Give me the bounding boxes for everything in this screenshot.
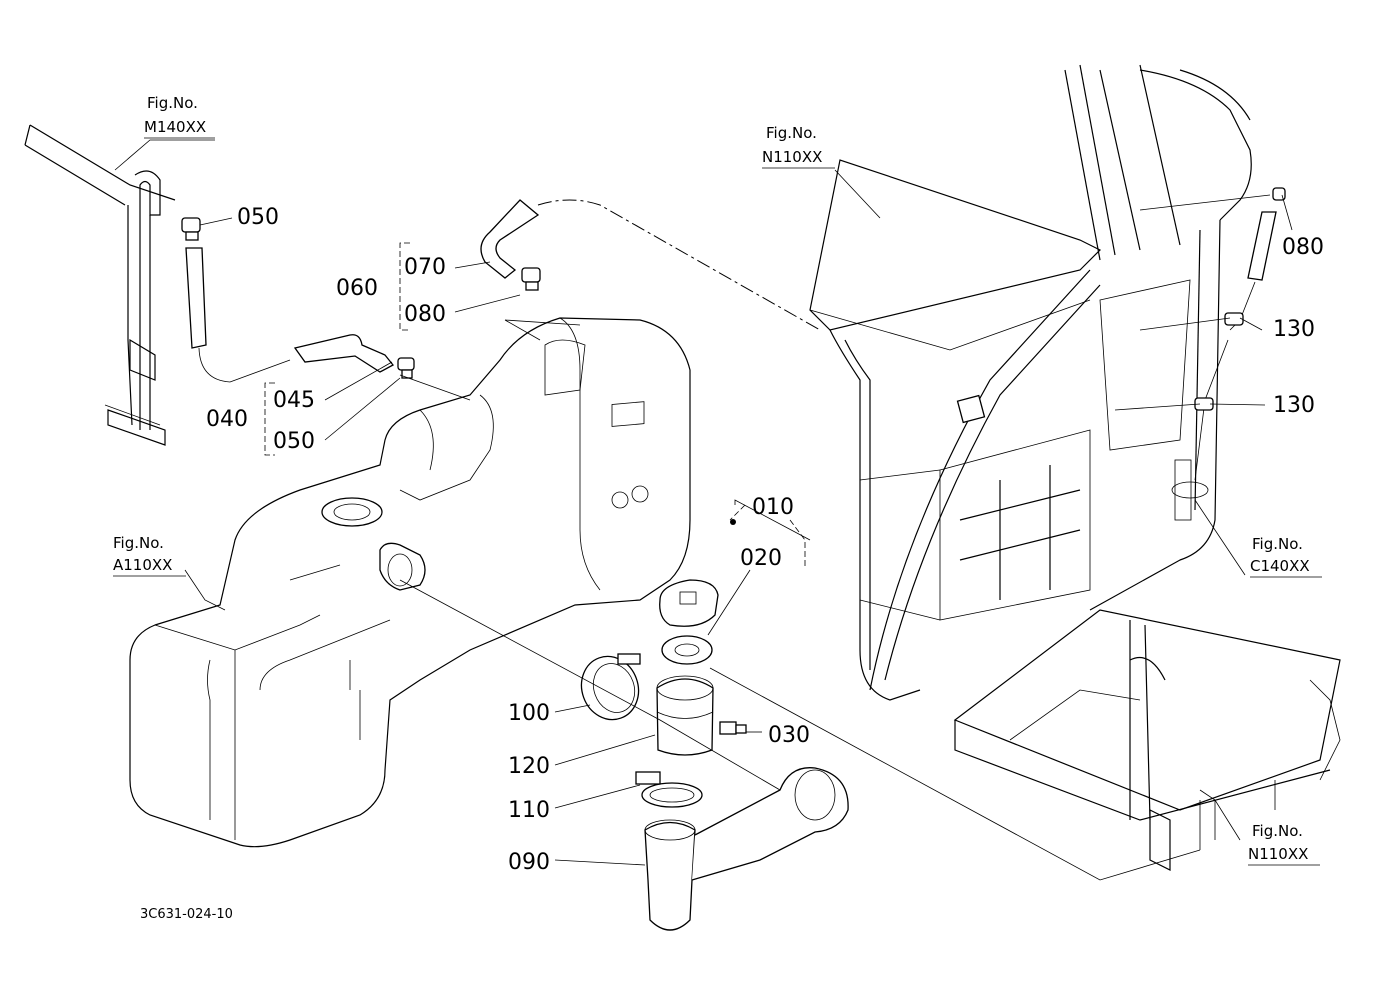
figref-m140-label: Fig.No. — [147, 94, 198, 112]
callout-040: 040 — [206, 407, 248, 432]
callout-120: 120 — [508, 754, 550, 779]
filler-hose-090 — [644, 767, 849, 931]
hose-clamp-080-right — [1272, 187, 1286, 201]
figref-a110-code: A110XX — [113, 556, 172, 574]
callout-020: 020 — [740, 546, 782, 571]
hose-clip-130-top — [1224, 312, 1244, 326]
figref-n110-top[interactable]: Fig.No. N110XX — [762, 124, 835, 169]
callout-brackets — [264, 242, 806, 568]
callout-060: 060 — [336, 276, 378, 301]
breather-hose-right — [1194, 211, 1277, 481]
hose-clamp-050-bottom — [397, 357, 415, 379]
figref-n110-bottom-code: N110XX — [1248, 845, 1308, 863]
callout-050-bottom: 050 — [273, 429, 315, 454]
fuel-tank — [129, 317, 691, 848]
callout-090: 090 — [508, 850, 550, 875]
callout-080-left: 080 — [404, 302, 446, 327]
callout-100: 100 — [508, 701, 550, 726]
floor-frame — [953, 609, 1341, 871]
callout-030: 030 — [768, 723, 810, 748]
cab-frame — [809, 64, 1252, 701]
frame-rail-left — [24, 124, 176, 446]
drawing-id: 3C631-024-10 — [140, 907, 233, 922]
callout-045: 045 — [273, 388, 315, 413]
figref-m140-code: M140XX — [144, 118, 206, 136]
callout-130-bottom: 130 — [1273, 393, 1315, 418]
figref-n110-top-code: N110XX — [762, 148, 822, 166]
leader-lines — [114, 139, 1293, 881]
filler-neck-120 — [656, 675, 714, 756]
hose-clamp-050-top — [181, 217, 201, 241]
hose-clamp-080-left — [521, 267, 541, 291]
figref-c140[interactable]: Fig.No. C140XX — [1250, 535, 1322, 578]
callout-110: 110 — [508, 798, 550, 823]
figref-m140[interactable]: Fig.No. M140XX — [144, 94, 215, 139]
figref-c140-code: C140XX — [1250, 557, 1310, 575]
callout-130-top: 130 — [1273, 317, 1315, 342]
hose-band-110 — [635, 771, 703, 808]
figref-n110-bottom[interactable]: Fig.No. N110XX — [1248, 822, 1320, 866]
breather-hose-045 — [293, 334, 394, 373]
cap-gasket-020 — [661, 635, 713, 665]
callout-010: 010 — [752, 495, 794, 520]
callout-050-top: 050 — [237, 205, 279, 230]
figref-c140-label: Fig.No. — [1252, 535, 1303, 553]
figref-n110-top-label: Fig.No. — [766, 124, 817, 142]
figref-a110[interactable]: Fig.No. A110XX — [113, 534, 186, 577]
figref-n110-bottom-label: Fig.No. — [1252, 822, 1303, 840]
hose-band-100 — [580, 653, 641, 721]
vent-hose-070 — [480, 199, 821, 331]
figref-a110-label: Fig.No. — [113, 534, 164, 552]
callout-070: 070 — [404, 255, 446, 280]
callout-080-right: 080 — [1282, 235, 1324, 260]
fuel-cap-010 — [659, 519, 736, 627]
clip-bracket-c140 — [1171, 459, 1209, 521]
bolt-030 — [719, 721, 747, 735]
breather-hose-vertical — [185, 247, 291, 383]
